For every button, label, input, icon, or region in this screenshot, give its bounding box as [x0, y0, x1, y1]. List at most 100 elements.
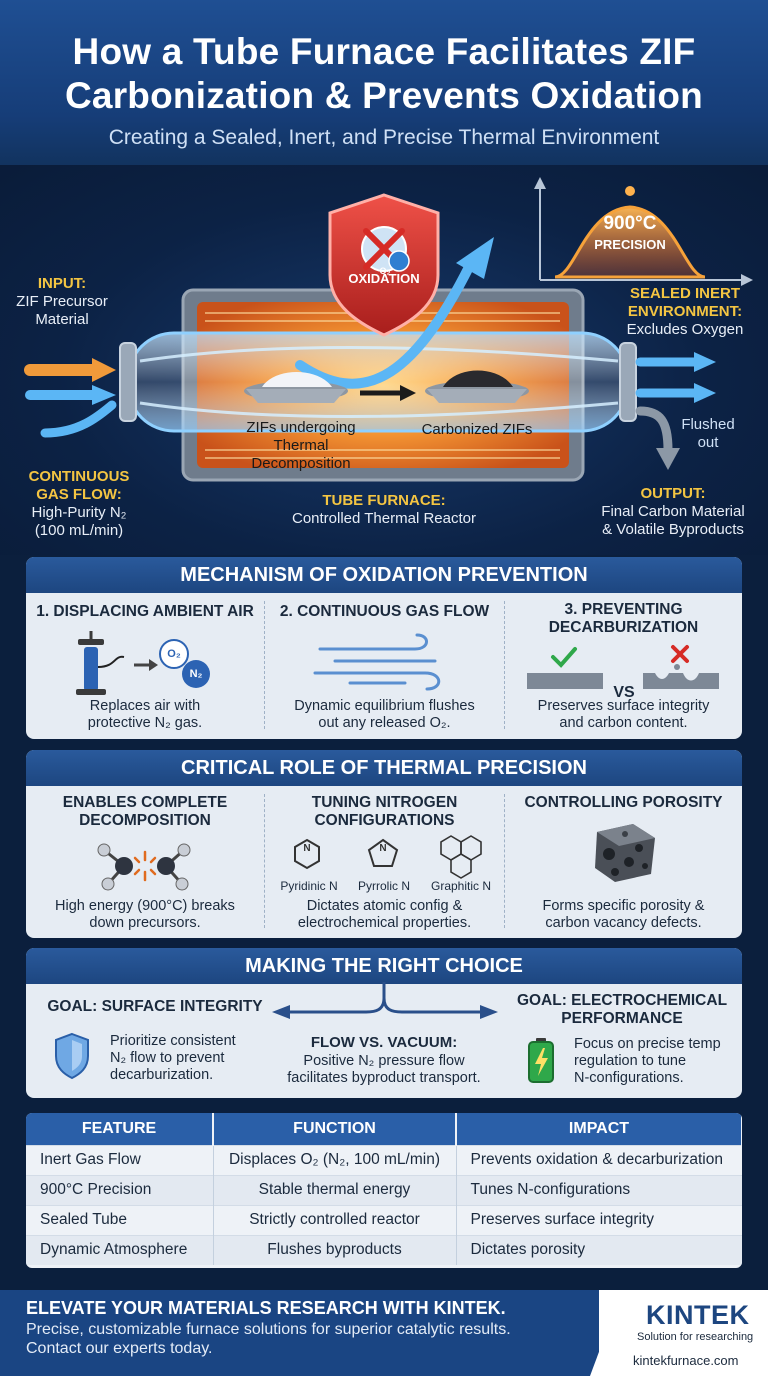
thermal-item-desc: Forms specific porosity & carbon vacancy…: [505, 898, 742, 932]
summary-table: FEATURE FUNCTION IMPACT Inert Gas Flow D…: [26, 1113, 742, 1268]
mechanism-item-title: 3. PREVENTING DECARBURIZATION: [505, 601, 742, 637]
thermal-item-desc: Dictates atomic config & electrochemical…: [265, 898, 504, 932]
mechanism-item-air: 1. DISPLACING AMBIENT AIR O₂ N₂ Replaces…: [26, 593, 264, 739]
desc-line-1: Prioritize consistent: [110, 1033, 236, 1049]
nitrogen-structures-icon: [294, 835, 482, 879]
desc-line-1: High energy (900°C) breaks: [55, 898, 235, 914]
desc-line-2: protective N₂ gas.: [87, 715, 203, 731]
choice-connector-arrows: [272, 982, 498, 1019]
page-title: How a Tube Furnace Facilitates ZIF Carbo…: [0, 0, 768, 118]
thermal-item-decomposition: ENABLES COMPLETE DECOMPOSITION: [26, 786, 264, 938]
table-cell: Preserves surface integrity: [456, 1204, 742, 1235]
mechanism-item-desc: Replaces air with protective N₂ gas.: [26, 698, 264, 732]
desc-line-1: Dictates atomic config &: [306, 898, 463, 914]
desc-line-1: Replaces air with: [89, 698, 201, 714]
title-line-2: Carbonization & Prevents Oxidation: [65, 75, 703, 116]
output-label: OUTPUT: Final Carbon Material & Volatile…: [580, 485, 766, 539]
thermal-item-desc: High energy (900°C) breaks down precurso…: [26, 898, 264, 932]
furnace-illustration: [24, 177, 753, 482]
title-line-1: 3. PREVENTING: [564, 601, 683, 618]
table-cell: Prevents oxidation & decarburization: [456, 1144, 742, 1175]
desc-line-2: regulation to tune: [574, 1053, 687, 1069]
table-cell: 900°C Precision: [26, 1174, 214, 1205]
input-line-2: Material: [35, 311, 89, 328]
footer-logo-area: [590, 1290, 768, 1376]
mechanism-item-decarburization: 3. PREVENTING DECARBURIZATION VS Preserv…: [505, 593, 742, 739]
shield-icon: [55, 1032, 89, 1080]
table-header-feature: FEATURE: [26, 1113, 214, 1145]
footer-cta: ELEVATE YOUR MATERIALS RESEARCH WITH KIN…: [26, 1298, 506, 1318]
table-row: Dynamic Atmosphere Flushes byproducts Di…: [26, 1234, 742, 1265]
table-header-function: FUNCTION: [213, 1113, 457, 1145]
mechanism-item-title: 1. DISPLACING AMBIENT AIR: [36, 603, 254, 620]
table-cell: Flushes byproducts: [213, 1234, 457, 1265]
title-line-1: How a Tube Furnace Facilitates ZIF: [72, 31, 696, 72]
table-cell: Dynamic Atmosphere: [26, 1234, 214, 1265]
o2-badge: O₂: [379, 266, 391, 276]
desc-line-2: carbon vacancy defects.: [545, 915, 702, 931]
thermal-heading: CRITICAL ROLE OF THERMAL PRECISION: [26, 750, 742, 786]
thermal-item-title: CONTROLLING POROSITY: [524, 794, 723, 811]
sealed-desc: Excludes Oxygen: [626, 321, 744, 338]
gas-flow-label: CONTINUOUS GAS FLOW: High-Purity N₂ (100…: [4, 468, 154, 540]
zif-decomposition-label: ZIFs undergoing Thermal Decomposition: [226, 419, 376, 473]
table-cell: Strictly controlled reactor: [213, 1204, 457, 1235]
desc-line-2: and carbon content.: [559, 715, 688, 731]
sealed-title-2: ENVIRONMENT:: [627, 303, 743, 320]
input-title: INPUT:: [37, 275, 87, 292]
wind-flow-icon: [313, 633, 441, 691]
mechanism-item-desc: Preserves surface integrity and carbon c…: [505, 698, 742, 732]
tube-furnace-label: TUBE FURNACE: Controlled Thermal Reactor: [264, 492, 504, 528]
website-link[interactable]: kintekfurnace.com: [633, 1353, 739, 1368]
footer-line-1: Precise, customizable furnace solutions …: [26, 1321, 511, 1338]
carbonized-label: Carbonized ZIFs: [421, 421, 533, 438]
temperature-value: 900°C: [603, 213, 657, 234]
footer-subtext: Precise, customizable furnace solutions …: [26, 1320, 586, 1358]
table-cell: Inert Gas Flow: [26, 1144, 214, 1175]
title-line-2: DECOMPOSITION: [79, 812, 211, 829]
desc-line-3: decarburization.: [110, 1067, 214, 1083]
desc-line-1: Dynamic equilibrium flushes: [294, 698, 475, 714]
o2-molecule-label: O₂: [167, 648, 181, 660]
pyridinic-label: Pyridinic N: [280, 879, 338, 893]
output-title: OUTPUT:: [640, 485, 706, 502]
surface-compare-icon: [527, 645, 719, 689]
divider: [264, 601, 265, 729]
carbonized-crucible: [425, 370, 529, 403]
choice-heading: MAKING THE RIGHT CHOICE: [26, 948, 742, 984]
table-cell: Stable thermal energy: [213, 1174, 457, 1205]
title-line-2: PERFORMANCE: [561, 1010, 683, 1027]
header-banner: How a Tube Furnace Facilitates ZIF Carbo…: [0, 0, 768, 165]
desc-line-1: Forms specific porosity &: [542, 898, 705, 914]
desc-line-2: facilitates byproduct transport.: [287, 1070, 481, 1086]
desc-line-2: electrochemical properties.: [297, 915, 472, 931]
furnace-diagram: O₂ OXIDATION 900°C PRECISION INPUT: ZIF …: [0, 165, 768, 555]
flow-title-1: CONTINUOUS: [28, 468, 130, 485]
kintek-logo[interactable]: KINTEK: [646, 1300, 750, 1330]
temperature-curve-icon: [534, 177, 753, 286]
desc-line-2: out any released O₂.: [318, 715, 451, 731]
goal-electrochemical-desc: Focus on precise temp regulation to tune…: [574, 1036, 742, 1087]
temperature-label: PRECISION: [594, 237, 666, 252]
divider: [504, 794, 505, 928]
flushed-line-1: Flushed: [681, 416, 735, 433]
output-line-1: Final Carbon Material: [601, 503, 745, 520]
n2-molecule-label: N₂: [189, 668, 203, 680]
sealed-title-1: SEALED INERT: [629, 285, 740, 302]
goal-surface-desc: Prioritize consistent N₂ flow to prevent…: [110, 1033, 280, 1084]
table-cell: Dictates porosity: [456, 1234, 742, 1265]
table-row: 900°C Precision Stable thermal energy Tu…: [26, 1174, 742, 1205]
molecule-break-icon: [97, 843, 191, 891]
goal-surface-title: GOAL: SURFACE INTEGRITY: [47, 998, 263, 1015]
desc-line-1: Focus on precise temp: [574, 1036, 721, 1052]
vs-label: VS: [613, 684, 635, 701]
process-arrow-icon: [360, 385, 416, 401]
shield-label: OXIDATION: [348, 271, 420, 286]
thermal-item-title: ENABLES COMPLETE DECOMPOSITION: [26, 794, 264, 830]
flow-line-1: High-Purity N₂: [31, 504, 127, 521]
input-label: INPUT: ZIF Precursor Material: [8, 275, 116, 329]
table-row: Inert Gas Flow Displaces O₂ (N₂, 100 mL/…: [26, 1144, 742, 1175]
table-cell: Sealed Tube: [26, 1204, 214, 1235]
table-row: Sealed Tube Strictly controlled reactor …: [26, 1204, 742, 1235]
table-header-impact: IMPACT: [456, 1113, 742, 1145]
